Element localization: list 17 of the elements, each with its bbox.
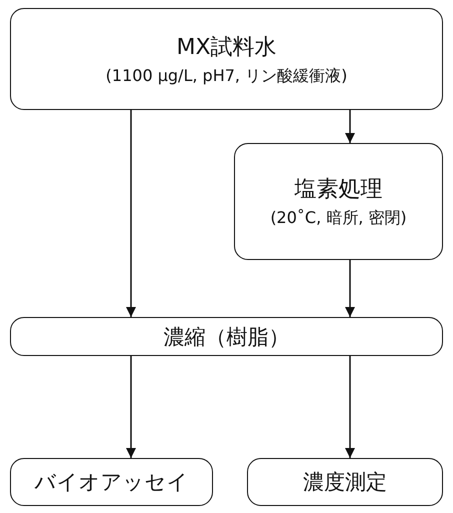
process-box: [247, 458, 443, 506]
arrow: [126, 356, 136, 458]
arrow: [345, 110, 355, 143]
arrow: [126, 110, 136, 317]
process-box: [10, 8, 443, 110]
process-box: [234, 143, 443, 260]
step-title: MX試料水: [176, 34, 277, 62]
step-title: 濃度測定: [303, 469, 387, 496]
process-box: [10, 317, 443, 356]
arrow: [345, 356, 355, 458]
step-title: バイオアッセイ: [34, 469, 188, 496]
step-title: 濃縮（樹脂）: [164, 324, 290, 350]
arrow: [345, 260, 355, 317]
process-box: [10, 458, 213, 506]
step-title: 塩素処理: [294, 176, 382, 204]
step-conditions: (1100 μg/L, pH7, リン酸緩衝液): [106, 66, 348, 86]
step-conditions: (20˚C, 暗所, 密閉): [270, 208, 407, 229]
